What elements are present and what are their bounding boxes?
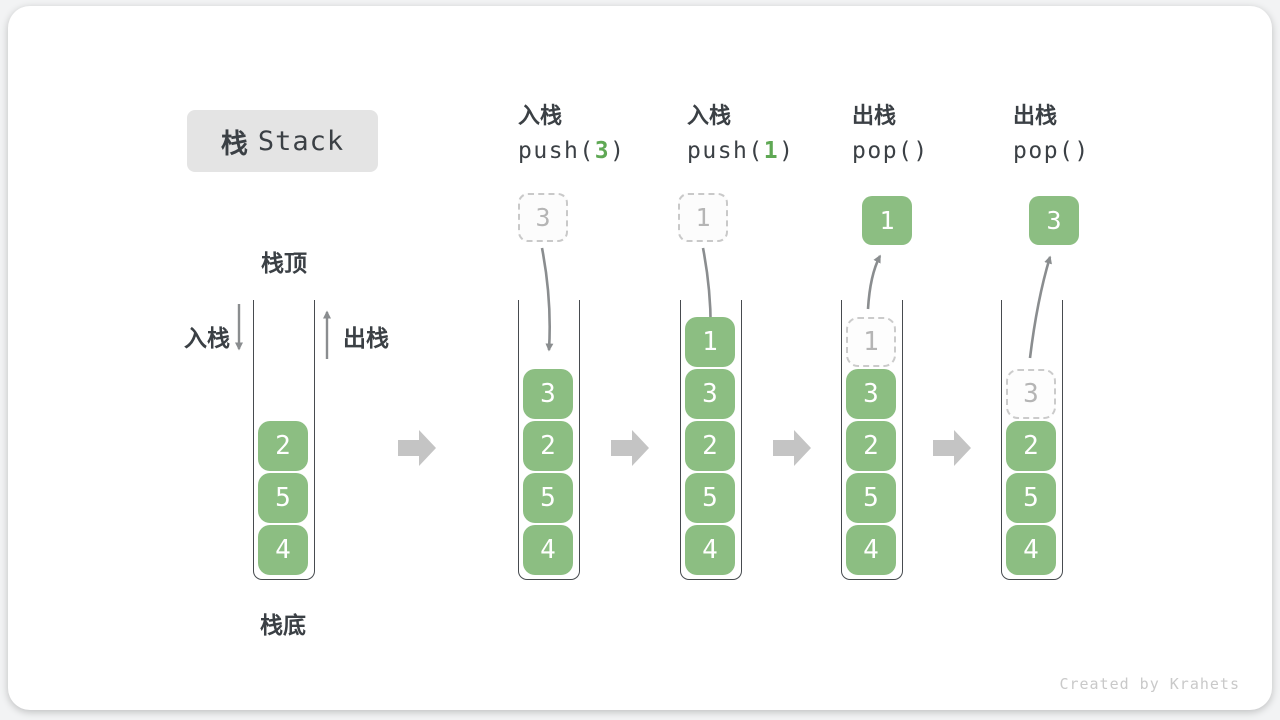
- operation-label: 出栈: [852, 103, 897, 128]
- pop-1-arrow: [866, 254, 882, 310]
- stack-cell-ghost: 3: [1006, 369, 1056, 419]
- stack-cell: 2: [1006, 421, 1056, 471]
- operation-label: 入栈: [518, 103, 563, 128]
- code-pre: pop(): [1013, 138, 1090, 164]
- stack-cell: 5: [523, 473, 573, 523]
- stack-state-after-pop-3: 3 2 5 4: [1001, 300, 1063, 580]
- push-3-arrow: [540, 247, 554, 352]
- step-arrow-icon: [933, 430, 971, 466]
- popped-value-box: 3: [1029, 196, 1079, 245]
- code-arg: 1: [763, 138, 780, 164]
- stack-cell: 2: [685, 421, 735, 471]
- stack-cell: 5: [846, 473, 896, 523]
- stack-cell: 4: [846, 525, 896, 575]
- stack-cell-ghost: 1: [846, 317, 896, 367]
- stack-cell: 4: [523, 525, 573, 575]
- operation-code: push(3): [518, 136, 625, 166]
- stack-cell: 2: [523, 421, 573, 471]
- pop-3-arrow: [1028, 255, 1052, 359]
- operation-code: push(1): [687, 136, 794, 166]
- code-pre: push(: [518, 138, 595, 164]
- operation-pop-first: 出栈 pop(): [852, 102, 929, 166]
- stack-cell: 5: [1006, 473, 1056, 523]
- operation-pop-second: 出栈 pop(): [1013, 102, 1090, 166]
- code-post: ): [610, 138, 626, 164]
- stack-cell: 3: [846, 369, 896, 419]
- stack-top-label: 栈顶: [261, 250, 307, 276]
- operation-push-1: 入栈 push(1): [687, 102, 794, 166]
- stack-cell: 4: [1006, 525, 1056, 575]
- code-arg: 3: [594, 138, 611, 164]
- title-box: 栈 Stack: [187, 110, 378, 172]
- operation-code: pop(): [1013, 136, 1090, 166]
- stack-cell: 1: [685, 317, 735, 367]
- operation-label: 入栈: [687, 103, 732, 128]
- pop-side-label: 出栈: [343, 325, 389, 351]
- stack-cell: 4: [685, 525, 735, 575]
- code-pre: pop(): [852, 138, 929, 164]
- operation-label: 出栈: [1013, 103, 1058, 128]
- stack-state-after-push-3: 3 2 5 4: [518, 300, 580, 580]
- stack-state-after-pop-1: 1 3 2 5 4: [841, 300, 903, 580]
- code-post: ): [779, 138, 795, 164]
- step-arrow-icon: [773, 430, 811, 466]
- title-zh: 栈: [220, 128, 248, 159]
- stack-cell: 5: [258, 473, 308, 523]
- stack-state-after-push-1: 1 3 2 5 4: [680, 300, 742, 580]
- stack-cell: 2: [258, 421, 308, 471]
- stack-cell: 2: [846, 421, 896, 471]
- push-side-label: 入栈: [184, 325, 230, 351]
- stack-cell: 3: [685, 369, 735, 419]
- code-pre: push(: [687, 138, 764, 164]
- stack-cell: 4: [258, 525, 308, 575]
- incoming-value-box: 3: [518, 193, 568, 242]
- popped-value-box: 1: [862, 196, 912, 245]
- stack-bottom-label: 栈底: [260, 612, 306, 638]
- stack-cell: 3: [523, 369, 573, 419]
- stack-state-initial: 2 5 4: [253, 300, 315, 580]
- step-arrow-icon: [398, 430, 436, 466]
- operation-code: pop(): [852, 136, 929, 166]
- incoming-value-box: 1: [678, 193, 728, 242]
- operation-push-3: 入栈 push(3): [518, 102, 625, 166]
- title-en: Stack: [257, 125, 345, 157]
- step-arrow-icon: [611, 430, 649, 466]
- watermark: Created by Krahets: [1059, 675, 1240, 693]
- stack-cell: 5: [685, 473, 735, 523]
